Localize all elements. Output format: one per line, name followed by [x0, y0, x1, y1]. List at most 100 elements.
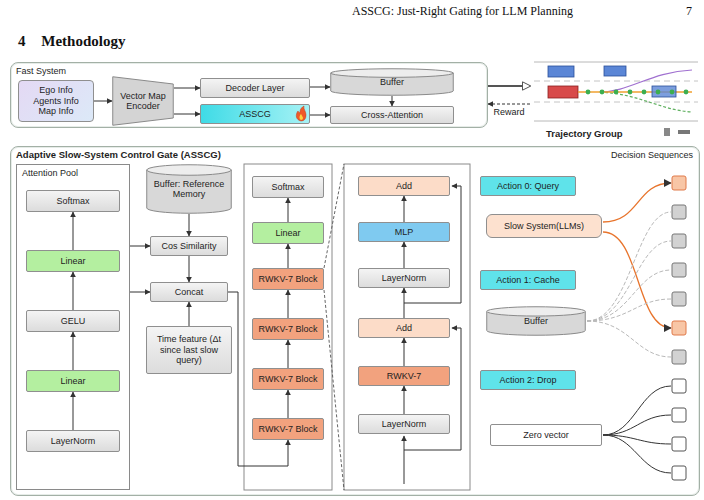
action-box: Action 0: Query: [480, 176, 576, 196]
connector-arrow: [174, 114, 200, 115]
car-icon: [678, 130, 690, 134]
page-number: 7: [686, 4, 692, 19]
box-label: Linear: [275, 228, 300, 238]
connector-arrow: [189, 256, 190, 282]
box-label: GELU: [61, 316, 86, 326]
layer-box: GELU: [26, 310, 120, 332]
box-label: LayerNorm: [382, 273, 427, 283]
trapezoid-body: [113, 77, 174, 126]
box-label: Buffer: [524, 316, 548, 326]
layer-box: Softmax: [252, 176, 324, 198]
box-label: Softmax: [271, 182, 304, 192]
layer-box: MLP: [358, 222, 450, 242]
box-label: Add: [396, 181, 412, 191]
layer-box: Softmax: [26, 190, 120, 212]
layer-box: Add: [358, 176, 450, 196]
drop-link: [603, 435, 671, 473]
drop-link: [603, 386, 671, 435]
layer-box: LayerNorm: [358, 268, 450, 288]
panel-title: Fast System: [16, 66, 66, 76]
box-label: Linear: [60, 256, 85, 266]
edge-label: Reward: [492, 107, 525, 117]
cache-link: [587, 270, 671, 321]
trajectory-line: [600, 92, 692, 112]
box-label: Buffer: [380, 77, 404, 87]
box-label: Buffer: Reference Memory: [151, 179, 227, 200]
sequence-cell: [672, 292, 686, 306]
layer-box: LayerNorm: [358, 414, 450, 434]
lane-line: [534, 102, 698, 103]
action-box: Action 1: Cache: [480, 270, 576, 290]
trajectory-dot: [656, 90, 661, 95]
connector-arrow: [73, 212, 74, 250]
sequence-cell: [672, 408, 686, 422]
trajectory-dot: [600, 90, 605, 95]
sequence-cell: [672, 263, 686, 277]
pedestrian-icon: [664, 128, 670, 136]
box-label: Zero vector: [523, 430, 569, 440]
sequence-cell: [672, 350, 686, 364]
connector-arrow: [288, 340, 289, 368]
drop-link: [603, 415, 671, 435]
layer-box: RWKV-7: [358, 366, 450, 386]
drop-links: [603, 386, 671, 473]
trajectory-illustration: [534, 62, 698, 136]
connector-arrow: [189, 302, 190, 326]
cache-link: [587, 299, 671, 321]
memory-cylinder: Buffer: Reference Memory: [146, 164, 232, 214]
vehicle: [604, 66, 626, 76]
box-label: Decoder Layer: [225, 83, 284, 93]
llm-box: Slow System(LLMs): [486, 214, 602, 238]
trajectory-dot: [642, 90, 647, 95]
panel-title: Adaptive Slow-System Control Gate (ASSCG…: [16, 150, 221, 161]
flame-icon: [296, 106, 306, 121]
box-label: Action 0: Query: [497, 181, 559, 191]
query-link: [603, 183, 671, 222]
box-label: RWKV-7 Block: [259, 274, 318, 284]
ego-vehicle: [548, 86, 578, 98]
box-label: RWKV-7: [387, 371, 421, 381]
box-label: LayerNorm: [51, 436, 96, 446]
box-label: Linear: [60, 376, 85, 386]
layer-box: LayerNorm: [26, 430, 120, 452]
trajectory-line: [600, 70, 692, 92]
connector-arrow: [404, 196, 405, 222]
rwkv-block: RWKV-7 Block: [252, 318, 324, 340]
running-header: ASSCG: Just-Right Gating for LLM Plannin…: [352, 4, 573, 19]
lane-line: [534, 81, 698, 82]
connector-arrow: [404, 386, 405, 414]
action-box: Action 2: Drop: [480, 370, 576, 390]
box-label: Concat: [175, 287, 204, 297]
lane-line: [534, 62, 698, 63]
box-label: Cross-Attention: [361, 110, 423, 120]
connector-arrow: [73, 272, 74, 310]
vehicle: [652, 86, 676, 97]
system-panel: Adaptive Slow-System Control Gate (ASSCG…: [10, 146, 700, 496]
trajectory-panel: Trajectory Group: [530, 58, 698, 142]
trajectory-dot: [670, 90, 675, 95]
connector-arrow: [404, 242, 405, 268]
connector-arrow: [189, 214, 190, 236]
box-label: Action 1: Cache: [496, 275, 560, 285]
box-label: Slow System(LLMs): [504, 221, 584, 231]
connector-arrow: [130, 246, 150, 247]
lane-line: [534, 121, 698, 122]
box-label: RWKV-7 Block: [259, 374, 318, 384]
flame-icon: [300, 114, 304, 120]
box-label: Vector Map Encoder: [118, 91, 168, 112]
trajectory-dot: [628, 90, 633, 95]
layer-box: Linear: [26, 250, 120, 272]
layer-box: Add: [358, 318, 450, 338]
box-label: RWKV-7 Block: [259, 424, 318, 434]
sequence-cell: [672, 437, 686, 451]
vehicle: [548, 66, 574, 77]
input-box: Ego InfoAgents InfoMap Info: [18, 80, 94, 122]
sequence-cell: [672, 176, 686, 190]
sequence-cell: [672, 205, 686, 219]
cache-link: [587, 321, 671, 357]
connector-arrow: [310, 87, 330, 88]
connector-arrow: [174, 88, 200, 89]
box-label: Softmax: [56, 196, 89, 206]
process-box: Cross-Attention: [330, 106, 454, 124]
